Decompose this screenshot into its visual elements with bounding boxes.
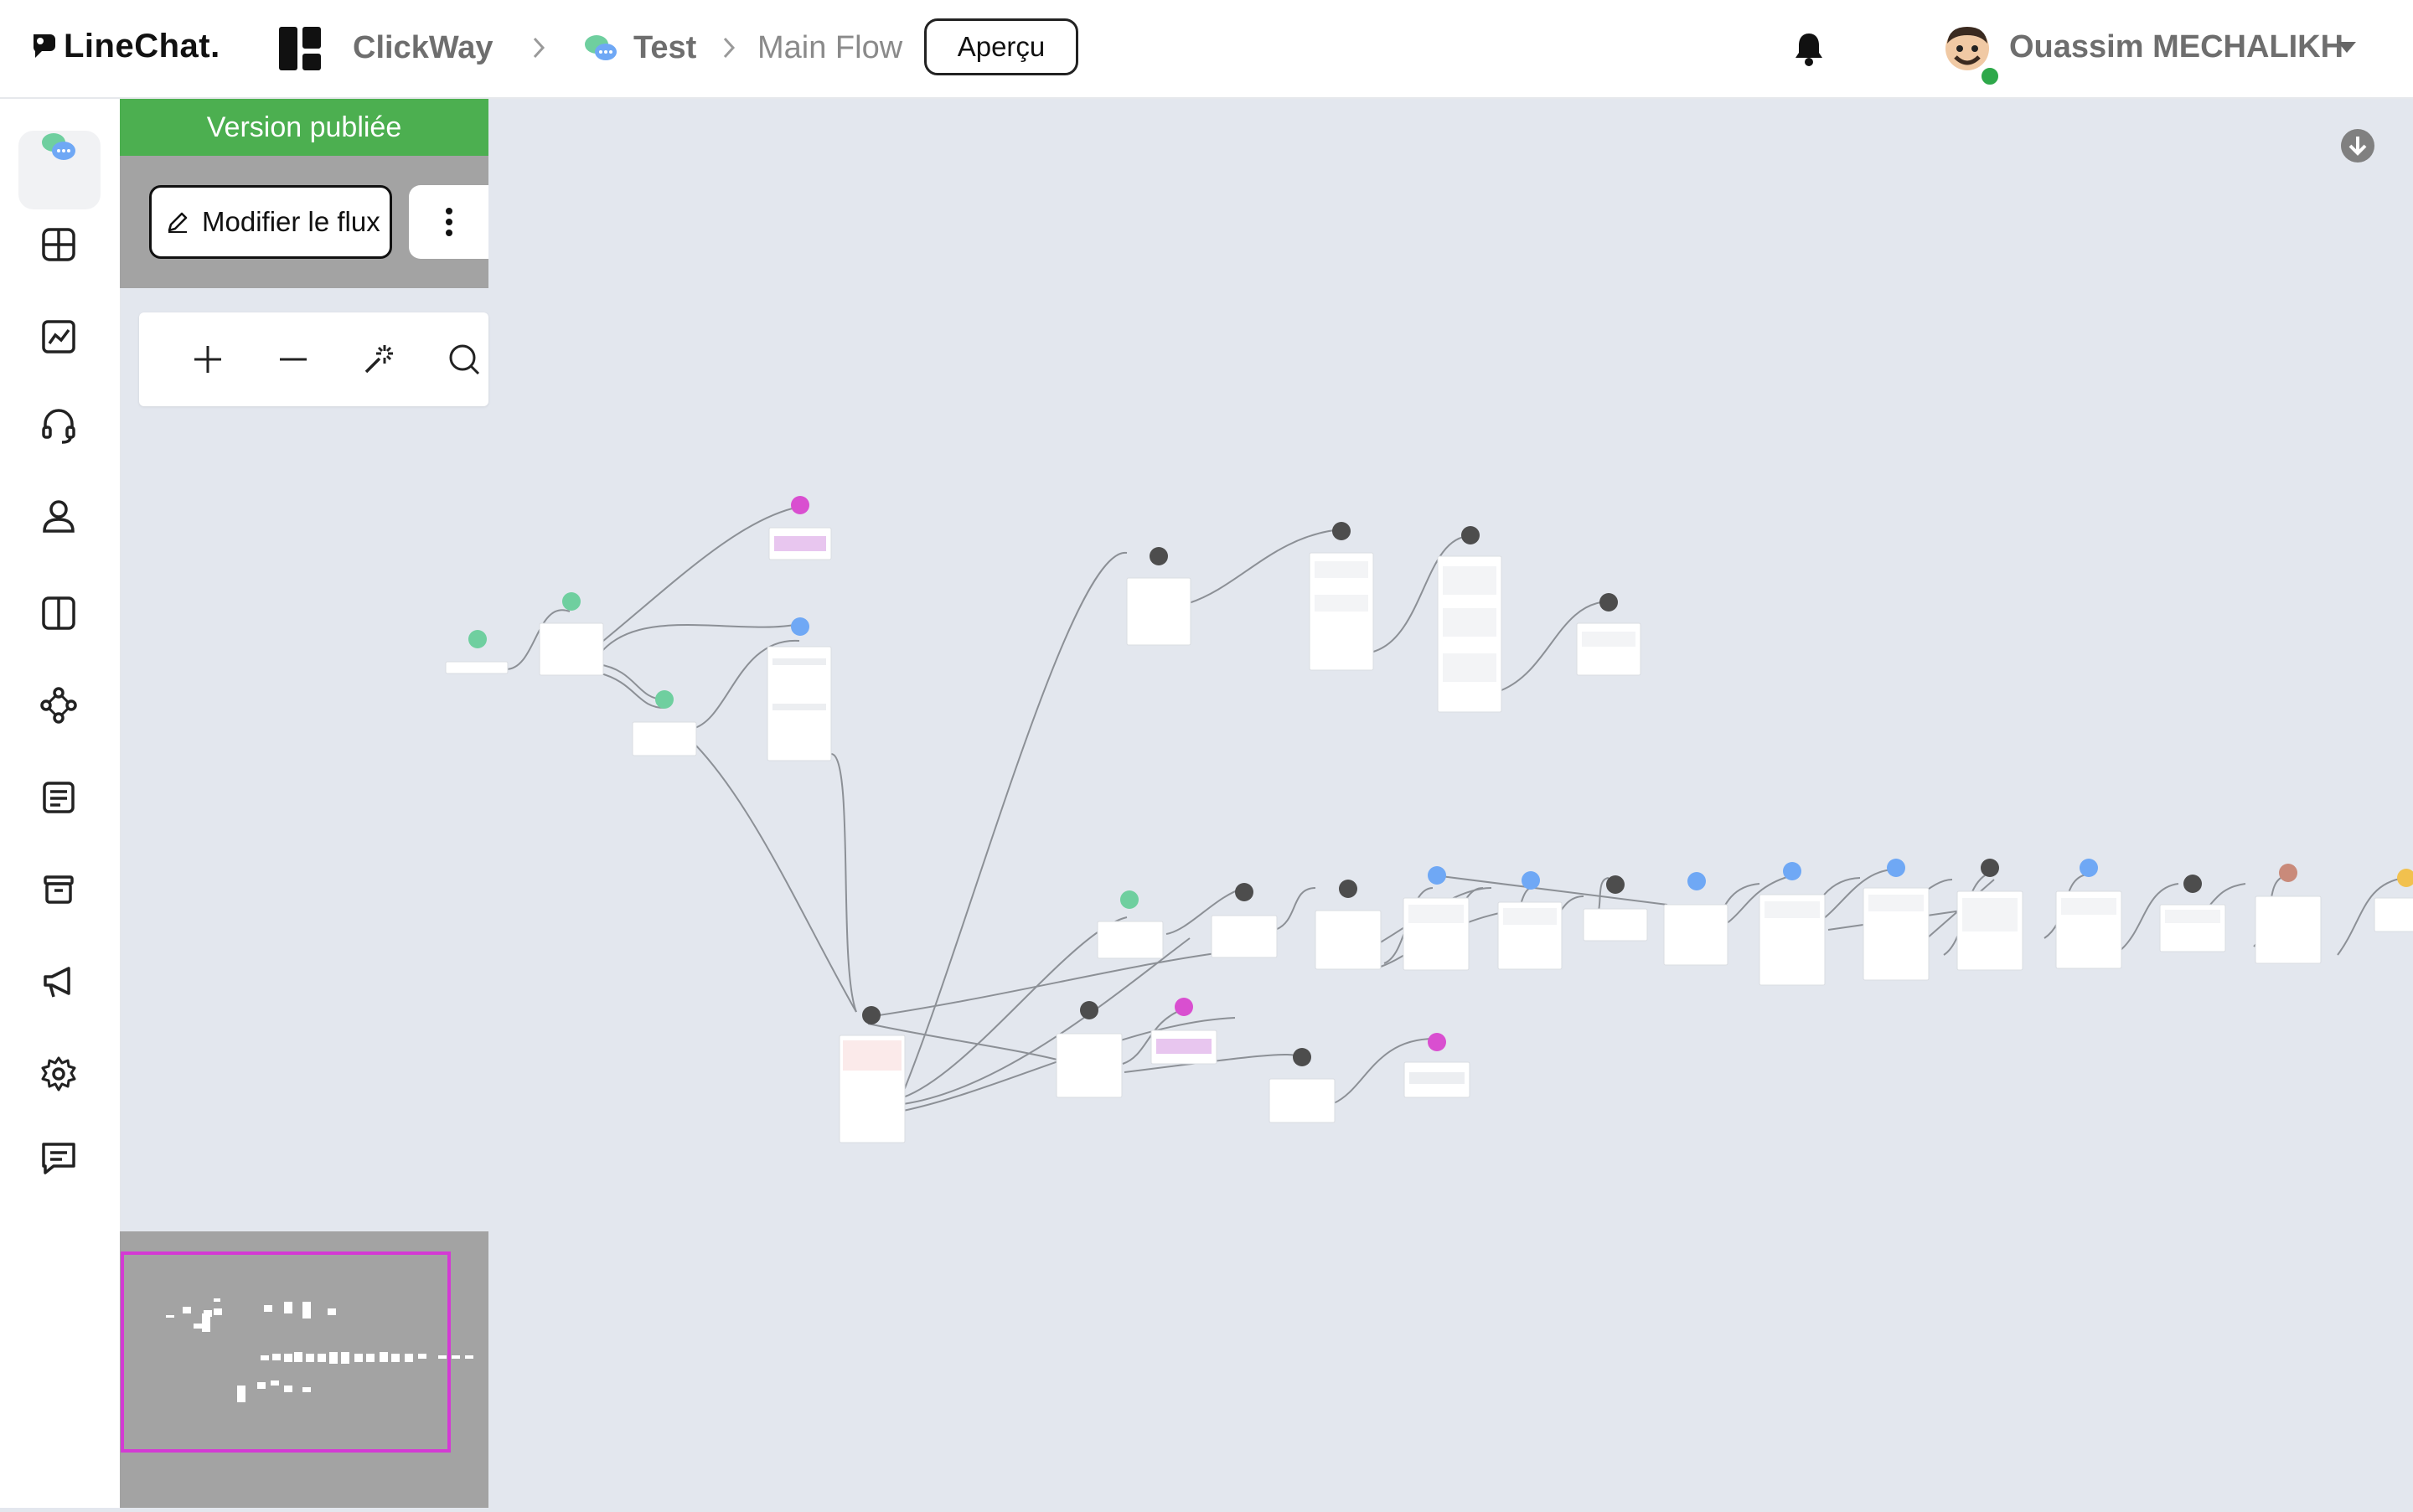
- flow-node[interactable]: [839, 1006, 906, 1143]
- split-panel-icon[interactable]: [39, 593, 79, 633]
- breadcrumb-workspace[interactable]: ClickWay: [353, 30, 493, 65]
- zoom-out-button[interactable]: [270, 336, 317, 383]
- minimap[interactable]: [120, 1231, 488, 1508]
- sidebar: [0, 99, 121, 1508]
- search-button[interactable]: [441, 336, 488, 383]
- flow-node[interactable]: [1956, 859, 2023, 971]
- dashboard-grid-icon[interactable]: [39, 224, 79, 265]
- headset-icon[interactable]: [39, 405, 79, 446]
- flow-node[interactable]: [2055, 859, 2122, 969]
- search-icon: [449, 344, 480, 375]
- flow-nodes: [445, 496, 2413, 1143]
- brand-name: LineChat.: [64, 27, 220, 65]
- edit-flow-button[interactable]: Modifier le flux: [149, 185, 392, 259]
- workspace-icon[interactable]: [279, 27, 321, 70]
- online-status-dot: [1979, 65, 2001, 87]
- flow-node[interactable]: [1211, 883, 1278, 958]
- flow-node[interactable]: [768, 496, 832, 560]
- zoom-in-icon: [194, 346, 221, 373]
- flow-node[interactable]: [445, 630, 509, 674]
- flow-node[interactable]: [539, 592, 604, 676]
- pencil-icon: [168, 212, 188, 233]
- zoom-in-button[interactable]: [184, 336, 231, 383]
- download-icon[interactable]: [2339, 127, 2376, 164]
- flow-node[interactable]: [1097, 890, 1164, 959]
- flow-node[interactable]: [2255, 864, 2322, 964]
- flow-node[interactable]: [2159, 875, 2226, 952]
- linechat-logo-icon: [34, 34, 55, 58]
- minimap-preview: [166, 1298, 473, 1402]
- flow-node[interactable]: [1315, 880, 1382, 970]
- breadcrumb-flow[interactable]: Main Flow: [757, 30, 903, 65]
- flow-node[interactable]: [1403, 866, 1470, 971]
- archive-box-icon[interactable]: [39, 870, 79, 910]
- flow-node[interactable]: [1583, 875, 1648, 942]
- document-list-icon[interactable]: [39, 777, 79, 818]
- flow-node[interactable]: [1403, 1033, 1470, 1098]
- published-version-banner: Version publiée: [120, 99, 488, 156]
- chevron-down-icon[interactable]: [2338, 42, 2356, 54]
- analytics-chart-icon[interactable]: [39, 317, 79, 357]
- user-icon[interactable]: [39, 496, 79, 536]
- flow-node[interactable]: [1863, 859, 1930, 981]
- preview-button[interactable]: Aperçu: [924, 18, 1078, 75]
- settings-gear-icon[interactable]: [39, 1054, 79, 1094]
- auto-layout-icon: [364, 345, 393, 374]
- feedback-message-icon[interactable]: [39, 1138, 79, 1178]
- integrations-icon[interactable]: [39, 685, 79, 725]
- flow-node[interactable]: [1150, 998, 1217, 1065]
- bot-chat-icon: [585, 35, 617, 60]
- chevron-right-icon: [723, 37, 736, 59]
- flow-node[interactable]: [632, 690, 697, 756]
- canvas-toolbar: [139, 312, 488, 406]
- flow-graph: [445, 496, 2413, 1143]
- notification-bell-icon[interactable]: [1791, 30, 1827, 67]
- edit-flow-label: Modifier le flux: [202, 206, 380, 237]
- flow-node[interactable]: [1056, 1001, 1123, 1098]
- chevron-right-icon: [533, 37, 545, 59]
- flow-node[interactable]: [1663, 872, 1728, 966]
- top-bar: LineChat. ClickWay Test Main Flow Aperçu…: [0, 0, 2413, 99]
- vertical-dots-icon: [445, 208, 452, 236]
- linechat-logo[interactable]: LineChat.: [30, 25, 220, 67]
- flow-node[interactable]: [1497, 871, 1563, 970]
- flow-node[interactable]: [2374, 869, 2413, 932]
- zoom-out-icon: [280, 358, 307, 361]
- flow-node[interactable]: [1576, 593, 1641, 676]
- avatar[interactable]: [1944, 23, 1991, 74]
- megaphone-icon[interactable]: [39, 962, 79, 1002]
- breadcrumb-bot[interactable]: Test: [633, 30, 697, 65]
- flow-node[interactable]: [1759, 862, 1826, 986]
- flow-node[interactable]: [1437, 526, 1502, 713]
- flow-node[interactable]: [1309, 522, 1374, 671]
- chat-bubbles-icon[interactable]: [39, 129, 79, 169]
- flow-node[interactable]: [767, 617, 832, 761]
- flow-node[interactable]: [1269, 1048, 1336, 1123]
- auto-layout-button[interactable]: [355, 336, 402, 383]
- minimap-viewport[interactable]: [121, 1251, 451, 1453]
- user-name[interactable]: Ouassim MECHALIKH: [2009, 29, 2344, 65]
- more-options-button[interactable]: [409, 185, 488, 259]
- flow-node[interactable]: [1126, 547, 1191, 646]
